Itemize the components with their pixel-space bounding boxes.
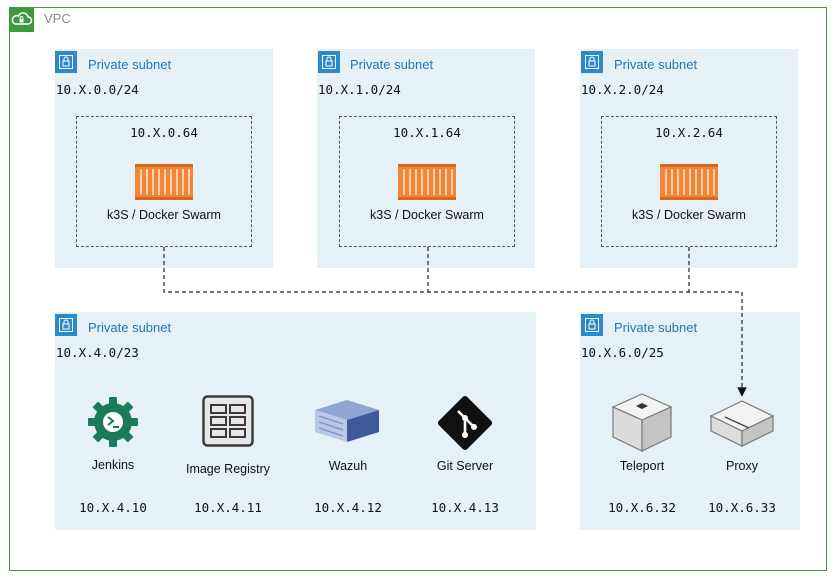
node-ip: 10.X.0.64 <box>130 125 198 140</box>
jenkins-icon <box>85 394 141 455</box>
container-icon <box>660 164 718 200</box>
service-ip-wazuh: 10.X.4.12 <box>314 500 382 515</box>
node-ip: 10.X.1.64 <box>393 125 461 140</box>
lock-icon <box>581 51 603 73</box>
cluster-node: 10.X.2.64 k3S / Docker Swarm <box>601 116 777 247</box>
lock-icon <box>55 314 77 336</box>
node-ip: 10.X.2.64 <box>655 125 723 140</box>
container-icon <box>135 164 193 200</box>
subnet-cidr: 10.X.0.0/24 <box>56 82 139 97</box>
cluster-node: 10.X.0.64 k3S / Docker Swarm <box>76 116 252 247</box>
subnet-cidr: 10.X.6.0/25 <box>581 345 664 360</box>
subnet-10x0 <box>55 49 273 268</box>
service-ip-teleport: 10.X.6.32 <box>608 500 676 515</box>
node-label: k3S / Docker Swarm <box>632 208 746 222</box>
subnet-title: Private subnet <box>88 57 172 72</box>
service-ip-jenkins: 10.X.4.10 <box>79 500 147 515</box>
subnet-10x1 <box>317 49 535 268</box>
vpc-label: VPC <box>44 11 71 26</box>
instance-icon <box>611 391 673 458</box>
connector-node0 <box>163 247 742 293</box>
service-ip-git-server: 10.X.4.13 <box>431 500 499 515</box>
service-ip-image-registry: 10.X.4.11 <box>194 500 262 515</box>
server-icon <box>313 398 381 449</box>
subnet-cidr: 10.X.4.0/23 <box>56 345 139 360</box>
service-label-proxy: Proxy <box>726 459 758 473</box>
subnet-cidr: 10.X.1.0/24 <box>318 82 401 97</box>
registry-icon <box>202 395 254 452</box>
service-ip-proxy: 10.X.6.33 <box>708 500 776 515</box>
lock-icon <box>581 314 603 336</box>
container-icon <box>398 164 456 200</box>
subnet-title: Private subnet <box>88 320 172 335</box>
cluster-node: 10.X.1.64 k3S / Docker Swarm <box>339 116 515 247</box>
subnet-title: Private subnet <box>614 320 698 335</box>
vpc-boundary <box>9 7 827 571</box>
subnet-10x2 <box>580 49 798 268</box>
git-icon <box>436 394 494 457</box>
node-label: k3S / Docker Swarm <box>370 208 484 222</box>
instance-icon <box>709 398 775 453</box>
service-label-image-registry: Image Registry <box>185 462 271 476</box>
service-label-teleport: Teleport <box>619 459 665 473</box>
node-label: k3S / Docker Swarm <box>107 208 221 222</box>
service-label-git-server: Git Server <box>436 459 494 473</box>
subnet-title: Private subnet <box>614 57 698 72</box>
subnet-cidr: 10.X.2.0/24 <box>581 82 664 97</box>
lock-icon <box>55 51 77 73</box>
subnet-title: Private subnet <box>350 57 434 72</box>
vpc-cloud-icon <box>9 7 34 32</box>
lock-icon <box>318 51 340 73</box>
service-label-wazuh: Wazuh <box>328 459 368 473</box>
service-label-jenkins: Jenkins <box>91 458 135 472</box>
